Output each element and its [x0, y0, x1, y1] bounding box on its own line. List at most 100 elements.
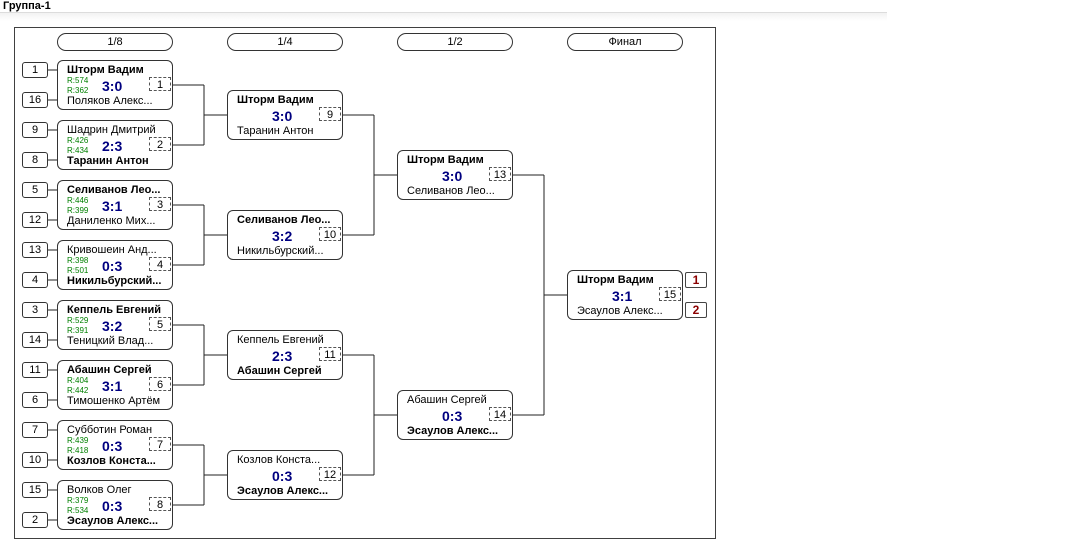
- seed-number: 11: [22, 362, 48, 378]
- match-score: 3:1: [102, 198, 123, 214]
- seed-number: 13: [22, 242, 48, 258]
- seed-number: 4: [22, 272, 48, 288]
- seed-number: 1: [22, 62, 48, 78]
- player-rating: R:434: [67, 146, 89, 155]
- match-box[interactable]: Козлов Конста... Эсаулов Алекс...0:3 12: [227, 450, 343, 500]
- player-name: Абашин Сергей: [67, 364, 152, 376]
- seed-number: 7: [22, 422, 48, 438]
- player-rating: R:399: [67, 206, 89, 215]
- match-number: 11: [319, 347, 341, 361]
- place-badge: 1: [685, 272, 707, 288]
- seed-number: 8: [22, 152, 48, 168]
- round-header: 1/4: [227, 33, 343, 51]
- player-name: Никильбурский...: [67, 275, 162, 287]
- player-name: Тимошенко Артём: [67, 395, 161, 407]
- match-score: 3:0: [102, 78, 123, 94]
- match-number: 15: [659, 287, 681, 301]
- player-rating: R:426: [67, 136, 89, 145]
- match-score: 0:3: [102, 498, 123, 514]
- player-rating: R:446: [67, 196, 89, 205]
- seed-number: 10: [22, 452, 48, 468]
- player-name: Эсаулов Алекс...: [407, 425, 499, 437]
- player-rating: R:574: [67, 76, 89, 85]
- match-number: 9: [319, 107, 341, 121]
- match-number: 3: [149, 197, 171, 211]
- player-name: Селиванов Лео...: [237, 214, 331, 226]
- player-name: Селиванов Лео...: [407, 185, 495, 197]
- round-header: 1/8: [57, 33, 173, 51]
- player-name: Абашин Сергей: [237, 365, 322, 377]
- match-number: 6: [149, 377, 171, 391]
- round-header: Финал: [567, 33, 683, 51]
- player-name: Таранин Антон: [237, 125, 314, 137]
- match-number: 2: [149, 137, 171, 151]
- player-rating: R:529: [67, 316, 89, 325]
- round-header: 1/2: [397, 33, 513, 51]
- player-name: Шторм Вадим: [67, 64, 144, 76]
- player-name: Эсаулов Алекс...: [67, 515, 159, 527]
- match-number: 10: [319, 227, 341, 241]
- seed-number: 15: [22, 482, 48, 498]
- seed-number: 3: [22, 302, 48, 318]
- match-number: 5: [149, 317, 171, 331]
- match-score: 2:3: [272, 348, 293, 364]
- player-name: Поляков Алекс...: [67, 95, 153, 107]
- seed-number: 6: [22, 392, 48, 408]
- match-number: 8: [149, 497, 171, 511]
- match-score: 3:1: [102, 378, 123, 394]
- seed-number: 12: [22, 212, 48, 228]
- player-name: Козлов Конста...: [237, 454, 321, 466]
- player-rating: R:362: [67, 86, 89, 95]
- match-number: 12: [319, 467, 341, 481]
- match-number: 4: [149, 257, 171, 271]
- seed-number: 16: [22, 92, 48, 108]
- seed-number: 14: [22, 332, 48, 348]
- player-name: Селиванов Лео...: [67, 184, 161, 196]
- player-rating: R:398: [67, 256, 89, 265]
- player-rating: R:442: [67, 386, 89, 395]
- player-name: Кривошеин Анд...: [67, 244, 157, 256]
- match-number: 13: [489, 167, 511, 181]
- match-number: 7: [149, 437, 171, 451]
- player-rating: R:379: [67, 496, 89, 505]
- player-rating: R:534: [67, 506, 89, 515]
- seed-number: 5: [22, 182, 48, 198]
- player-name: Теницкий Влад...: [67, 335, 154, 347]
- player-name: Кеппель Евгений: [67, 304, 162, 316]
- match-score: 0:3: [102, 258, 123, 274]
- player-name: Шторм Вадим: [237, 94, 314, 106]
- player-rating: R:418: [67, 446, 89, 455]
- player-name: Никильбурский...: [237, 245, 324, 257]
- player-rating: R:391: [67, 326, 89, 335]
- match-score: 0:3: [272, 468, 293, 484]
- player-name: Козлов Конста...: [67, 455, 156, 467]
- player-name: Шадрин Дмитрий: [67, 124, 156, 136]
- match-score: 3:2: [102, 318, 123, 334]
- match-number: 1: [149, 77, 171, 91]
- player-name: Абашин Сергей: [407, 394, 487, 406]
- player-rating: R:404: [67, 376, 89, 385]
- player-rating: R:439: [67, 436, 89, 445]
- player-rating: R:501: [67, 266, 89, 275]
- player-name: Эсаулов Алекс...: [577, 305, 663, 317]
- match-score: 3:0: [442, 168, 463, 184]
- place-badge: 2: [685, 302, 707, 318]
- player-name: Эсаулов Алекс...: [237, 485, 329, 497]
- player-name: Субботин Роман: [67, 424, 153, 436]
- bracket-frame: [14, 27, 716, 539]
